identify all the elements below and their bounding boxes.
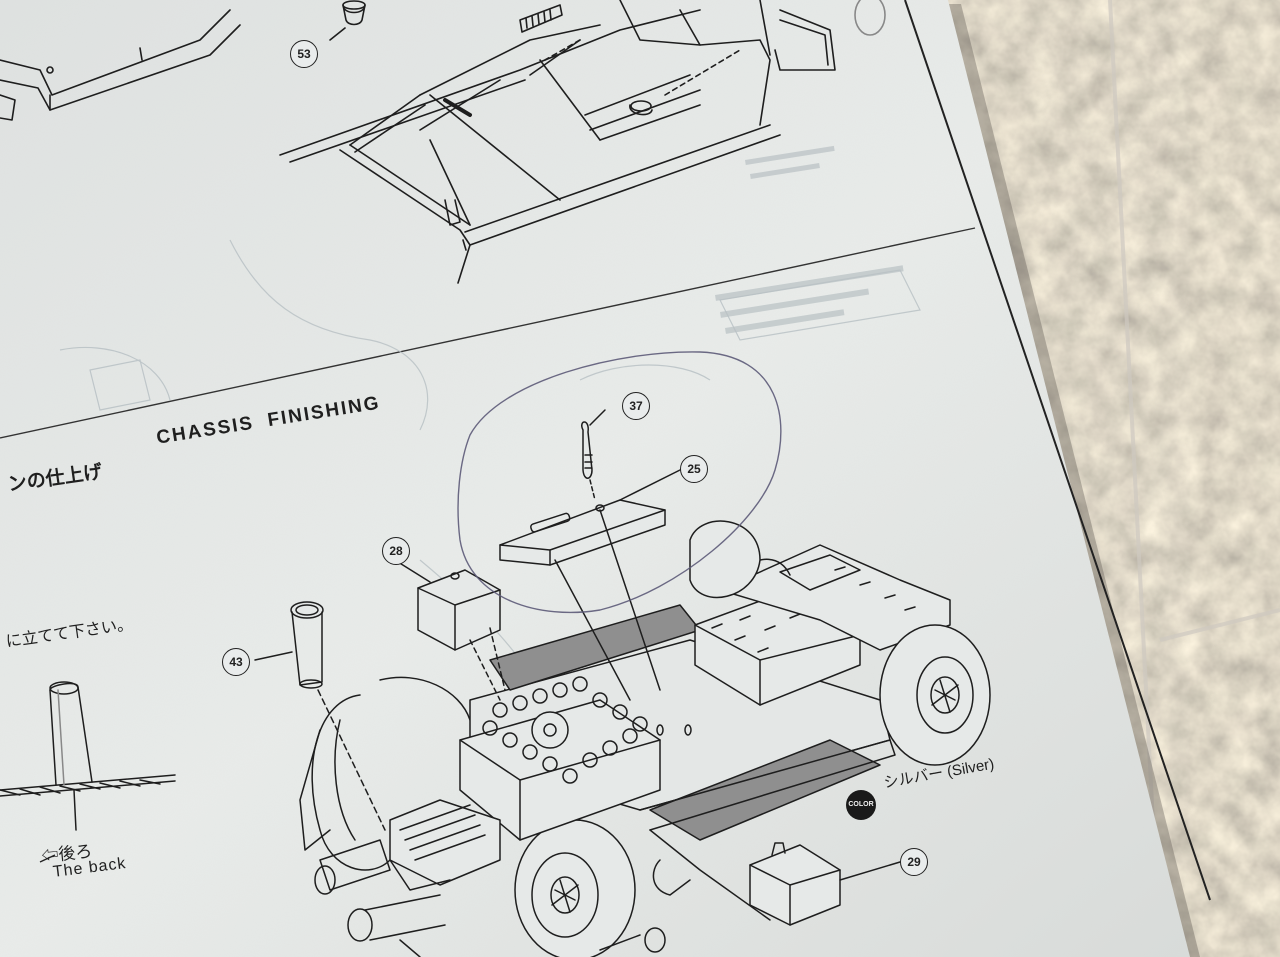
part-number-29: 29 [900,848,928,876]
part-number-28: 28 [382,537,410,565]
color-badge-icon: COLOR [846,790,876,820]
shaded-panel-silver [649,739,881,841]
pencil-circle-annotation [457,351,782,614]
part-number-37: 37 [622,392,650,420]
frame-drawing-top [0,0,886,284]
chassis-drawing [0,409,991,957]
part-number-25: 25 [680,455,708,483]
part-number-43: 43 [222,648,250,676]
part-number-53: 53 [290,40,318,68]
